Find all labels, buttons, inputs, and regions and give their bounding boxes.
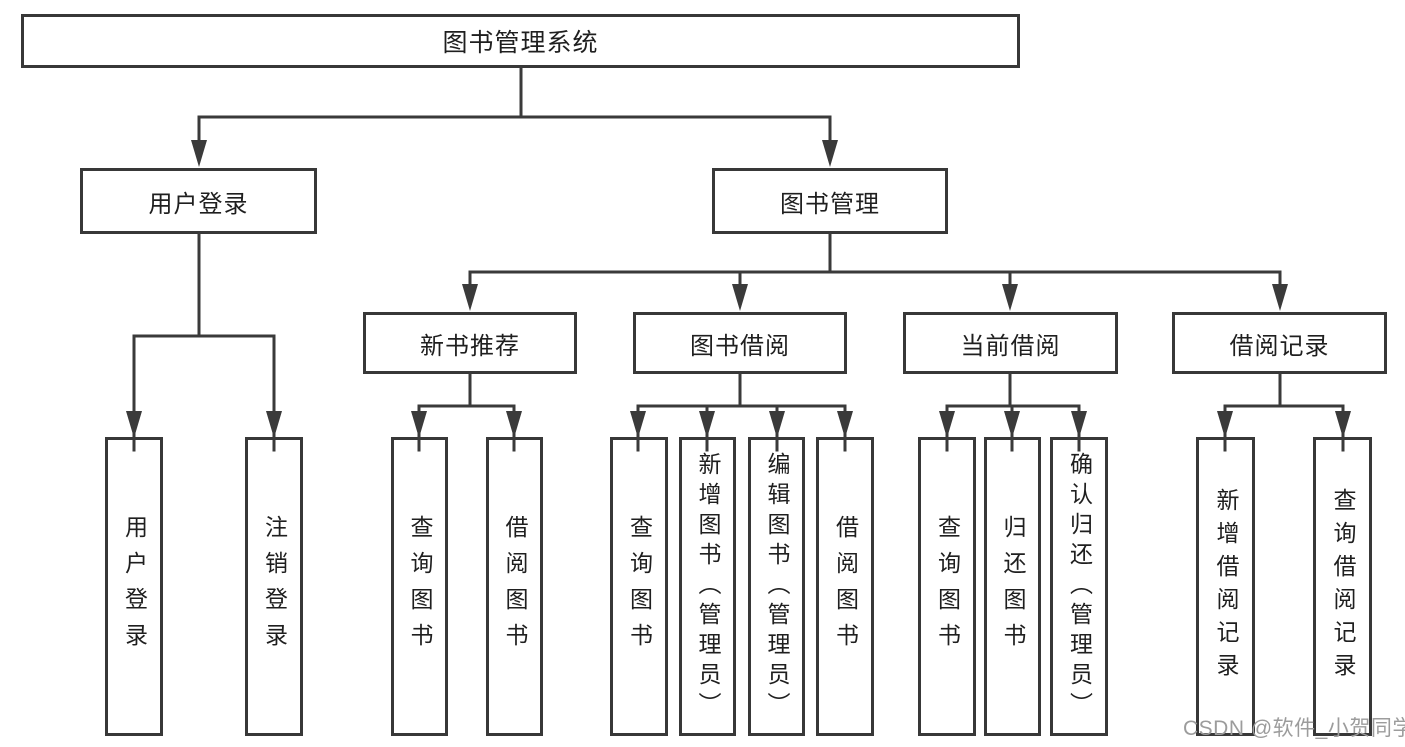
node-user-login: 用户登录	[80, 168, 317, 234]
node-new-book-recommend-label: 新书推荐	[420, 332, 520, 360]
leaf-confirm-return-admin-label: 确认归还（管理员）	[1066, 451, 1093, 722]
node-borrowing-records: 借阅记录	[1172, 312, 1387, 374]
leaf-query-borrow-record-label: 查询借阅记录	[1330, 487, 1356, 686]
leaf-add-borrow-record: 新增借阅记录	[1196, 437, 1255, 736]
node-book-borrowing-label: 图书借阅	[690, 332, 790, 360]
leaf-return-books: 归还图书	[984, 437, 1041, 736]
csdn-watermark: CSDN @软件_小贺同学	[1183, 717, 1405, 740]
node-book-management-label: 图书管理	[780, 190, 880, 218]
leaf-user-login: 用户登录	[105, 437, 163, 736]
node-current-borrowing-label: 当前借阅	[960, 332, 1061, 360]
node-new-book-recommend: 新书推荐	[363, 312, 577, 374]
leaf-query-books-current-label: 查询图书	[934, 514, 961, 659]
leaf-logout: 注销登录	[245, 437, 303, 736]
leaf-edit-books-admin-label: 编辑图书（管理员）	[764, 451, 790, 722]
node-book-management: 图书管理	[712, 168, 948, 234]
leaf-user-login-label: 用户登录	[121, 514, 148, 659]
leaf-query-books-recommend-label: 查询图书	[407, 514, 433, 659]
leaf-query-borrow-record: 查询借阅记录	[1313, 437, 1372, 736]
leaf-borrow-books-borrowing-label: 借阅图书	[832, 514, 859, 659]
leaf-query-books-recommend: 查询图书	[391, 437, 448, 736]
node-user-login-label: 用户登录	[148, 190, 249, 218]
leaf-add-books-admin: 新增图书（管理员）	[679, 437, 736, 736]
leaf-add-borrow-record-label: 新增借阅记录	[1213, 487, 1239, 686]
leaf-query-books-current: 查询图书	[918, 437, 976, 736]
node-book-borrowing: 图书借阅	[633, 312, 847, 374]
node-system-root-label: 图书管理系统	[442, 29, 599, 57]
leaf-query-books-borrowing-label: 查询图书	[626, 514, 653, 659]
node-system-root: 图书管理系统	[21, 14, 1020, 68]
leaf-confirm-return-admin: 确认归还（管理员）	[1050, 437, 1108, 736]
leaf-edit-books-admin: 编辑图书（管理员）	[748, 437, 805, 736]
leaf-logout-label: 注销登录	[261, 514, 288, 659]
leaf-return-books-label: 归还图书	[1000, 514, 1026, 659]
leaf-borrow-books-borrowing: 借阅图书	[816, 437, 874, 736]
node-borrowing-records-label: 借阅记录	[1229, 332, 1330, 360]
leaf-query-books-borrowing: 查询图书	[610, 437, 668, 736]
leaf-add-books-admin-label: 新增图书（管理员）	[695, 451, 721, 722]
leaf-borrow-books-recommend: 借阅图书	[486, 437, 543, 736]
node-current-borrowing: 当前借阅	[903, 312, 1118, 374]
leaf-borrow-books-recommend-label: 借阅图书	[502, 514, 528, 659]
